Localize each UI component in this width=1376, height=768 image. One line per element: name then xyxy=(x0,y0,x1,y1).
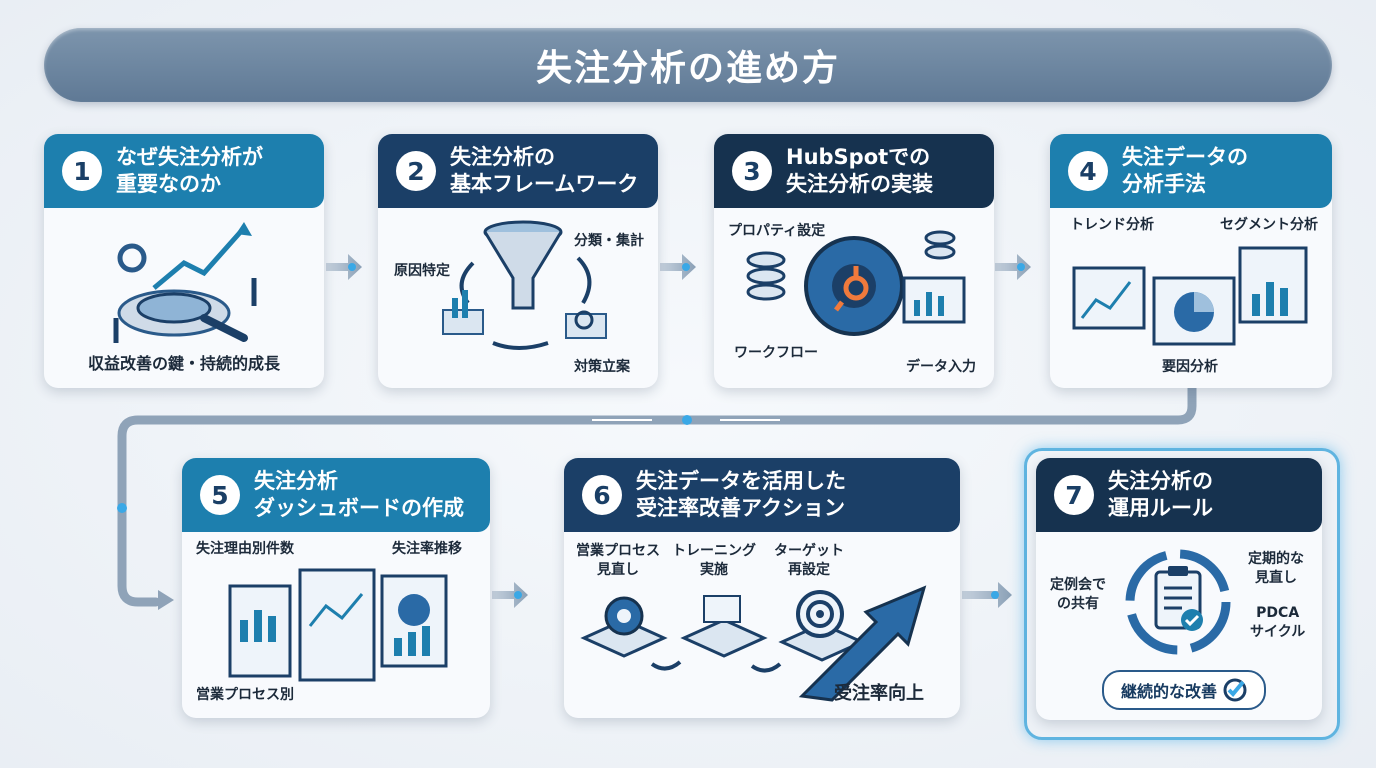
caption-1: 収益改善の鍵・持続的成長 xyxy=(87,354,280,373)
label-3a: プロパティ設定 xyxy=(728,223,826,239)
label-5b: 失注率推移 xyxy=(392,541,462,557)
label-4a: トレンド分析 xyxy=(1070,217,1154,233)
label-4b: セグメント分析 xyxy=(1220,217,1318,233)
step-title-7: 失注分析の 運用ルール xyxy=(1108,469,1213,520)
page-title: 失注分析の進め方 xyxy=(44,28,1332,102)
label-5a: 失注理由別件数 xyxy=(196,541,294,557)
clipboard-cycle-icon xyxy=(1125,549,1231,655)
step-number-6: 6 xyxy=(582,475,622,515)
label-6b: トレーニング 実施 xyxy=(672,543,756,578)
label-3b: ワークフロー xyxy=(734,345,818,361)
growth-arrow-icon xyxy=(580,585,927,702)
step-card-1[interactable]: 1 なぜ失注分析が 重要なのか 収益改善の鍵・持続的成長 xyxy=(44,134,324,388)
step-number-2: 2 xyxy=(396,151,436,191)
step-number-1: 1 xyxy=(62,151,102,191)
step-header-2: 2 失注分析の 基本フレームワーク xyxy=(378,134,658,208)
dashboard-icon xyxy=(228,568,448,682)
check-icon xyxy=(1223,678,1247,702)
hubspot-gear-icon xyxy=(746,230,966,336)
label-4c: 要因分析 xyxy=(1162,359,1218,375)
label-3c: データ入力 xyxy=(906,359,976,375)
chart-window-icon xyxy=(1072,246,1308,346)
step-title-1: なぜ失注分析が 重要なのか xyxy=(116,145,263,196)
step-title-3: HubSpotでの 失注分析の実装 xyxy=(786,145,933,196)
step-card-3[interactable]: 3 HubSpotでの 失注分析の実装 プロパティ設定 ワークフロー データ入力 xyxy=(714,134,994,388)
step-header-6: 6 失注データを活用した 受注率改善アクション xyxy=(564,458,960,532)
label-7c: PDCA サイクル xyxy=(1250,605,1306,640)
badge-label: 継続的な改善 xyxy=(1120,682,1217,701)
step-number-5: 5 xyxy=(200,475,240,515)
label-6c: ターゲット 再設定 xyxy=(774,543,844,578)
label-2b: 分類・集計 xyxy=(574,233,644,249)
step-title-2: 失注分析の 基本フレームワーク xyxy=(450,145,639,196)
step-header-4: 4 失注データの 分析手法 xyxy=(1050,134,1332,208)
label-6a: 営業プロセス 見直し xyxy=(576,543,660,578)
step-card-7-highlight xyxy=(1024,448,1340,740)
step-title-6: 失注データを活用した 受注率改善アクション xyxy=(636,469,846,520)
step-header-1: 1 なぜ失注分析が 重要なのか xyxy=(44,134,324,208)
label-5c: 営業プロセス別 xyxy=(196,687,294,703)
step-number-4: 4 xyxy=(1068,151,1108,191)
step-card-5[interactable]: 5 失注分析 ダッシュボードの作成 失注理由別件数 失注率推移 営業プロセス別 xyxy=(182,458,490,718)
step-number-7: 7 xyxy=(1054,475,1094,515)
step-header-3: 3 HubSpotでの 失注分析の実装 xyxy=(714,134,994,208)
label-7b: 定期的な 見直し xyxy=(1248,551,1304,586)
step-number-3: 3 xyxy=(732,151,772,191)
step-card-2[interactable]: 2 失注分析の 基本フレームワーク 原因特定 分類・集計 対策立案 xyxy=(378,134,658,388)
step-card-4[interactable]: 4 失注データの 分析手法 トレンド分析 セグメント分析 要因分析 xyxy=(1050,134,1332,388)
step-header-7: 7 失注分析の 運用ルール xyxy=(1036,458,1322,532)
label-6d: 受注率向上 xyxy=(834,683,924,704)
step-card-6[interactable]: 6 失注データを活用した 受注率改善アクション 営業プロセス 見直し トレーニン… xyxy=(564,458,960,718)
funnel-icon xyxy=(442,220,607,350)
step-title-4: 失注データの 分析手法 xyxy=(1122,145,1248,196)
continuous-improvement-badge: 継続的な改善 xyxy=(1102,670,1266,710)
step-title-5: 失注分析 ダッシュボードの作成 xyxy=(254,469,464,520)
label-2c: 対策立案 xyxy=(574,359,630,375)
step-header-5: 5 失注分析 ダッシュボードの作成 xyxy=(182,458,490,532)
label-2a: 原因特定 xyxy=(394,263,450,279)
magnifier-icon xyxy=(113,222,257,343)
label-7a: 定例会で の共有 xyxy=(1050,577,1106,612)
